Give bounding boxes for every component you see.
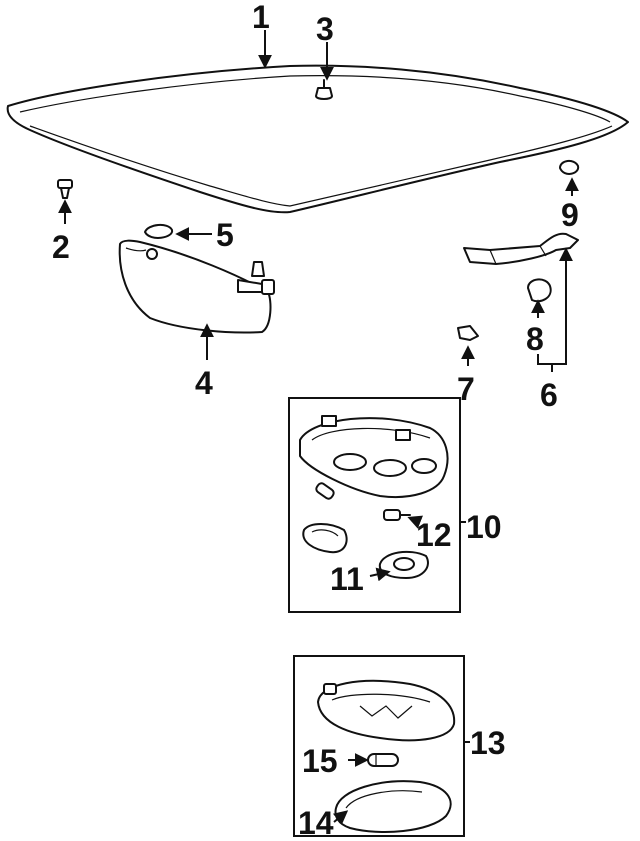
assembly-box-10 (288, 397, 461, 613)
grip-bracket (559, 160, 580, 175)
leader-12 (407, 515, 423, 529)
callout-3: 3 (316, 11, 334, 47)
callout-5: 5 (216, 217, 234, 253)
dome-light-lens (334, 780, 452, 833)
dome-light-housing (317, 679, 456, 742)
map-light-bulb (383, 509, 411, 521)
callout-4: 4 (195, 365, 213, 401)
console-lens (302, 523, 348, 554)
grip-cap (527, 278, 552, 303)
callout-12: 12 (416, 517, 452, 553)
callout-14: 14 (298, 805, 334, 841)
callout-1: 1 (252, 0, 270, 35)
assist-grip-handle (463, 232, 579, 265)
overhead-console-housing (299, 415, 449, 498)
sun-visor (118, 239, 275, 334)
callout-7: 7 (457, 371, 475, 407)
callout-6: 6 (540, 377, 558, 413)
dome-light-bulb (367, 753, 399, 767)
leader-11 (369, 567, 391, 582)
assembly-box-13 (293, 655, 465, 837)
roof-clip (315, 79, 333, 100)
leader-14 (332, 810, 349, 825)
callout-10: 10 (466, 509, 502, 545)
retainer-pin (57, 179, 73, 199)
callout-8: 8 (526, 321, 544, 357)
map-light-lens (378, 550, 429, 579)
callout-15: 15 (302, 743, 338, 779)
headliner-panel (6, 64, 629, 214)
callout-11: 11 (330, 561, 364, 597)
callout-13: 13 (470, 725, 506, 761)
callout-9: 9 (561, 197, 579, 233)
visor-clip (144, 224, 173, 239)
callout-2: 2 (52, 229, 70, 265)
console-bulb (315, 482, 335, 500)
trim-clip (457, 325, 479, 341)
